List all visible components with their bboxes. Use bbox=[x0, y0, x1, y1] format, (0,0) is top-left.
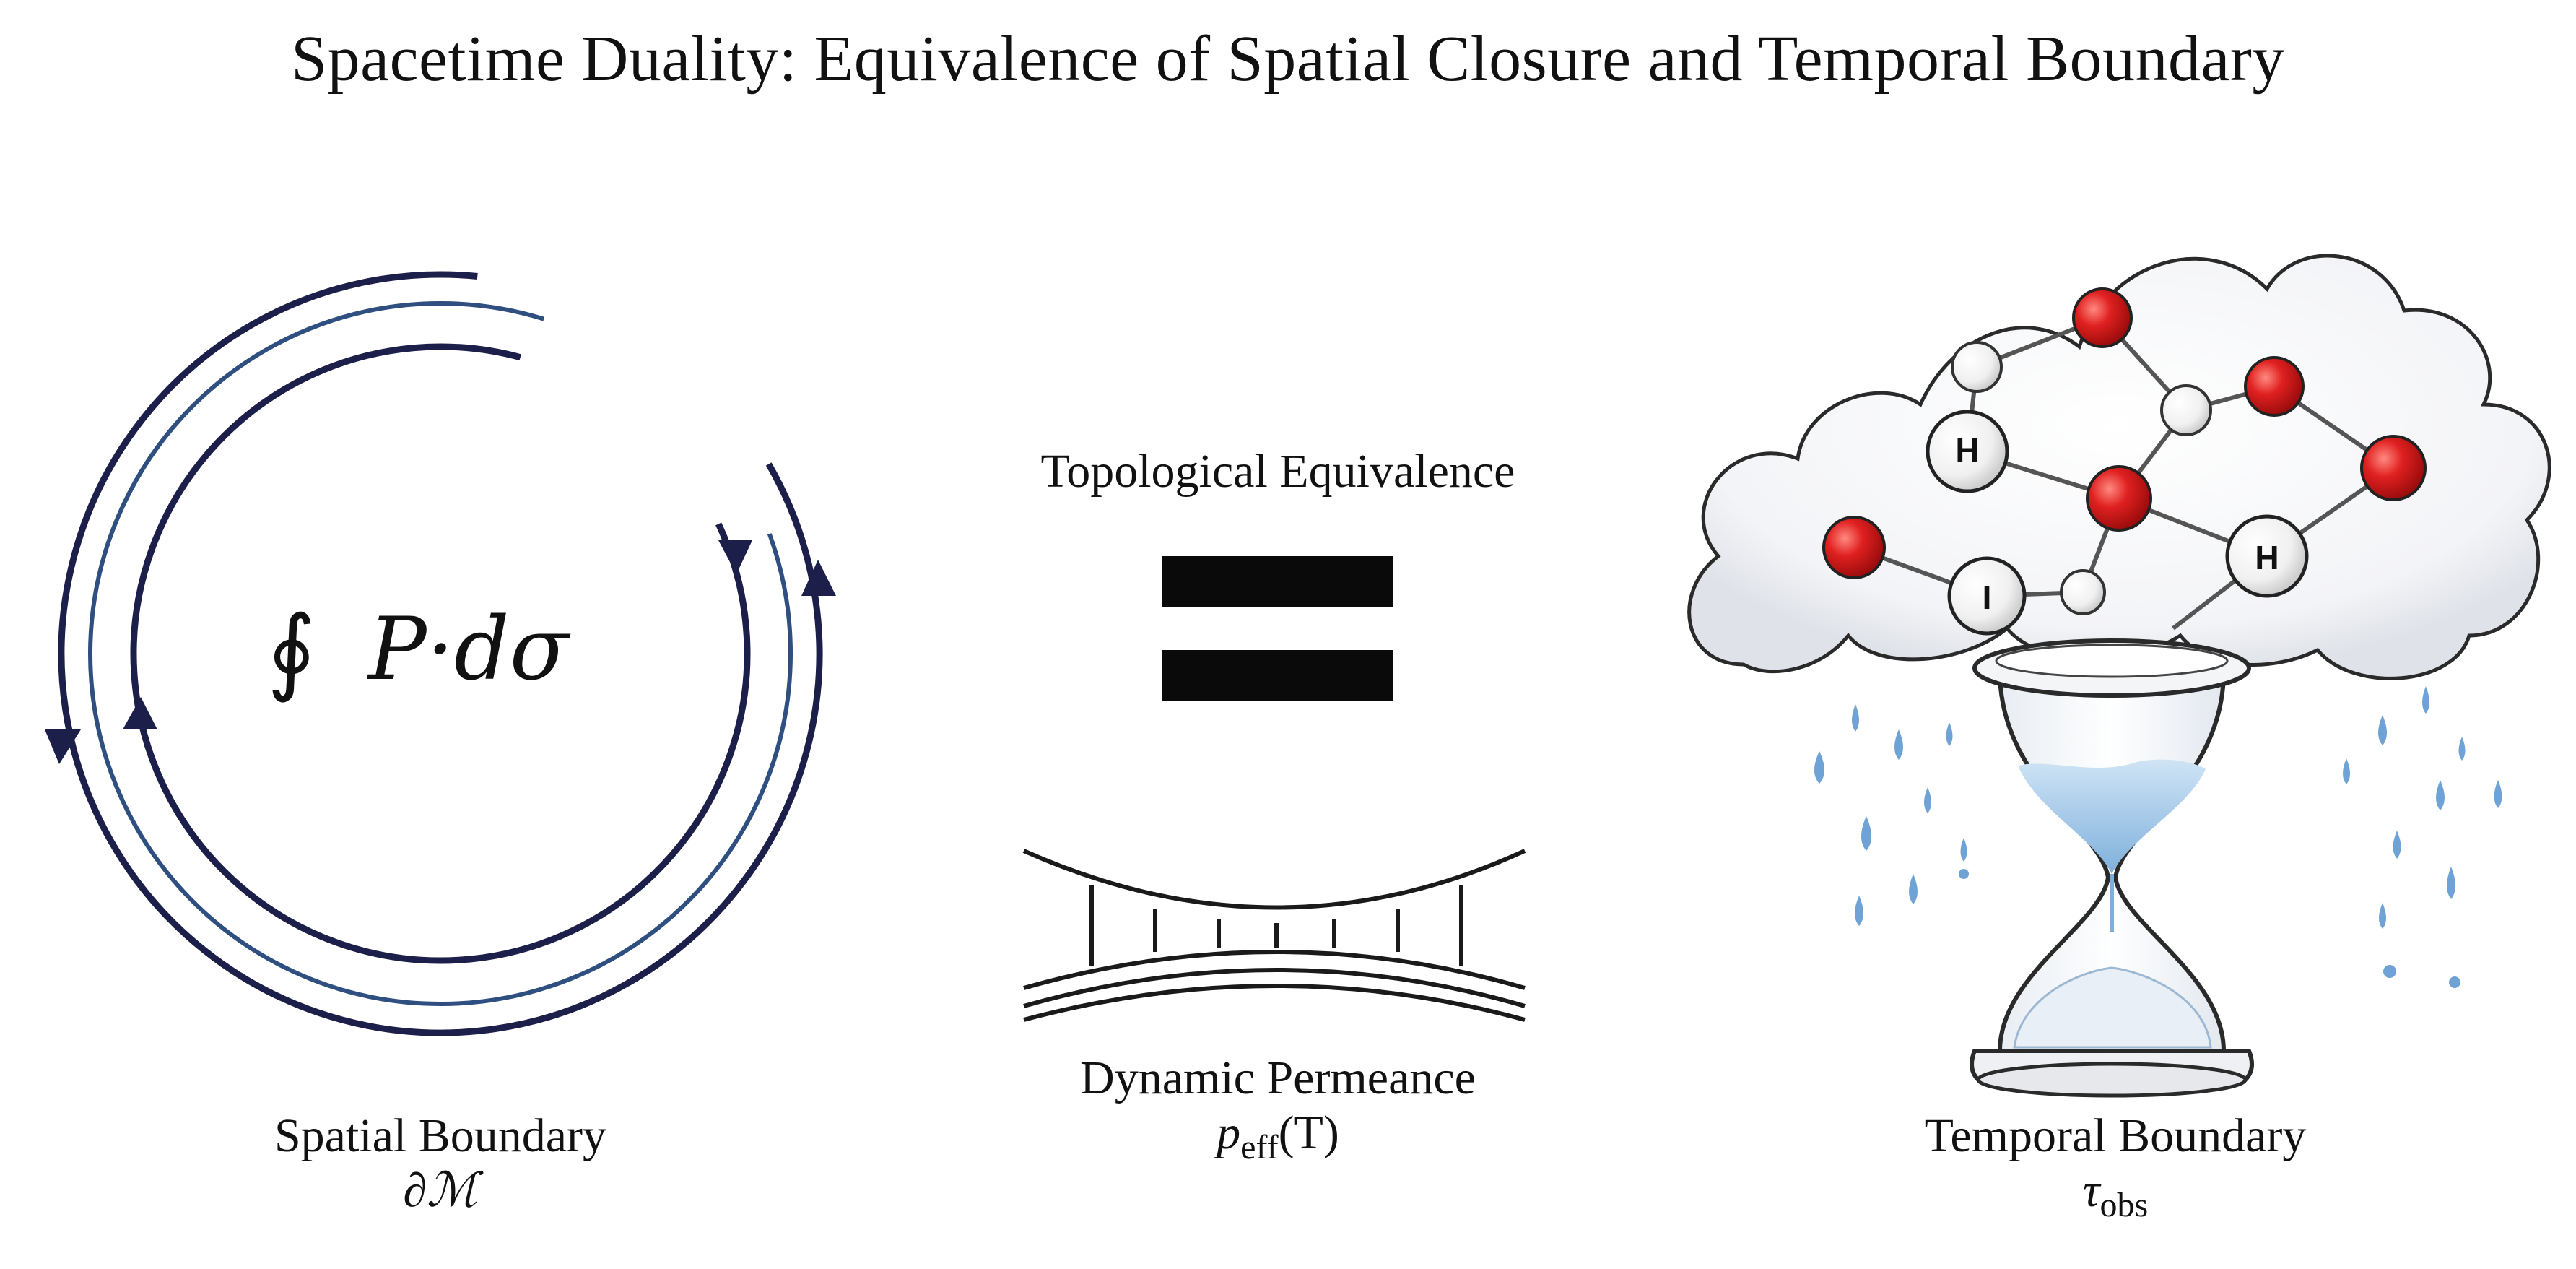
dynamic-permeance-symbol: peff(T) bbox=[1011, 1106, 1545, 1166]
hourglass-bottom-sand bbox=[2013, 966, 2212, 1049]
contour-integral-symbol: ∮ bbox=[267, 595, 316, 705]
hourglass-icon bbox=[1970, 638, 2254, 1098]
rain-drops bbox=[1814, 686, 2502, 988]
bridge-deck-line-1 bbox=[1023, 950, 1526, 990]
spatial-boundary-text: Spatial Boundary bbox=[274, 1109, 607, 1162]
atom-label: H bbox=[1955, 431, 1979, 469]
atom-h-left bbox=[1926, 410, 2009, 493]
equals-bar-bottom bbox=[1162, 650, 1393, 701]
temporal-boundary-text: Temporal Boundary bbox=[1924, 1109, 2307, 1162]
tau-subscript: obs bbox=[2099, 1185, 2149, 1224]
tau-symbol: τ bbox=[2082, 1164, 2100, 1217]
bridge-deck-line-3 bbox=[1023, 984, 1526, 1022]
arrowhead-icon bbox=[718, 540, 752, 574]
spatial-boundary-label: Spatial Boundary ∂ℳ bbox=[217, 1109, 664, 1218]
permeance-argument: (T) bbox=[1278, 1106, 1339, 1159]
integrand-text: P·dσ bbox=[367, 599, 571, 700]
outer-ring bbox=[58, 271, 823, 1036]
hourglass-top-sand bbox=[2018, 759, 2206, 874]
temporal-boundary-symbol: τobs bbox=[1884, 1164, 2346, 1224]
bridge-deck-line-2 bbox=[1023, 968, 1526, 1008]
permeance-base: p bbox=[1217, 1106, 1241, 1159]
permeance-bridge bbox=[1022, 849, 1526, 1022]
middle-ring bbox=[88, 301, 793, 1006]
dynamic-permeance-text: Dynamic Permeance bbox=[1080, 1052, 1476, 1104]
atom-label: I bbox=[1983, 579, 1992, 616]
equals-sign bbox=[1162, 556, 1393, 701]
dynamic-permeance-label: Dynamic Permeance peff(T) bbox=[1011, 1051, 1545, 1166]
spatial-boundary-symbol: ∂ℳ bbox=[403, 1164, 478, 1217]
atom-label: H bbox=[2255, 539, 2279, 576]
atom-i bbox=[1947, 556, 2027, 636]
equals-bar-top bbox=[1162, 556, 1393, 607]
topological-equivalence-label: Topological Equivalence bbox=[1040, 445, 1515, 498]
page-title: Spacetime Duality: Equivalence of Spatia… bbox=[291, 23, 2285, 95]
spatial-closure-rings bbox=[45, 271, 836, 1036]
permeance-subscript: eff bbox=[1240, 1127, 1279, 1166]
arrowhead-icon bbox=[801, 560, 836, 596]
molecule-diagram bbox=[1822, 287, 2427, 636]
bridge-upper-curve bbox=[1022, 849, 1526, 910]
arrowhead-icon bbox=[123, 697, 157, 729]
arrowhead-icon bbox=[45, 729, 81, 764]
temporal-boundary-label: Temporal Boundary τobs bbox=[1884, 1109, 2346, 1224]
inner-ring bbox=[130, 343, 751, 964]
atom-h-right bbox=[2225, 514, 2309, 598]
